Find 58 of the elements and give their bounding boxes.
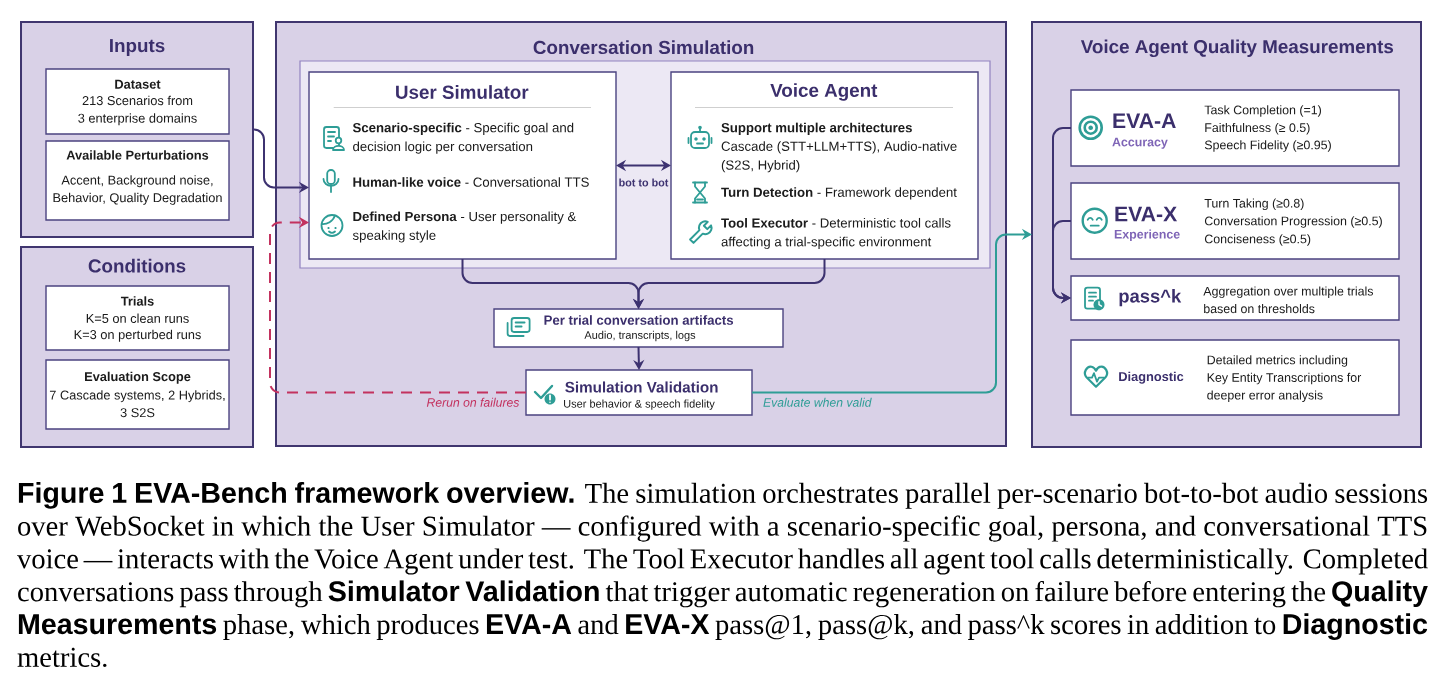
- feature-text: Turn Detection - Framework dependent: [721, 187, 957, 200]
- card-text: K=3 on perturbed runs: [74, 329, 201, 342]
- arrow: [269, 216, 527, 394]
- card: [45, 285, 230, 351]
- card: [1070, 89, 1400, 167]
- panel-heading: Inputs: [110, 39, 165, 56]
- card: [525, 369, 753, 416]
- metric-criterion: Turn Taking (≥0.8): [1204, 198, 1304, 211]
- metric-subtitle: Accuracy: [1112, 137, 1168, 149]
- metric-name: EVA-X: [1115, 206, 1178, 222]
- card: [45, 359, 230, 430]
- description: Detailed metrics including Key Entity Transcriptions for deeper error analysis: [1207, 355, 1362, 402]
- metric-name: Diagnostic: [1119, 371, 1184, 384]
- caption: Figure 1 EVA-Bench framework overview. The simulation orchestrates parallel per-scenario bot-to-bot audio sessions over WebSocket in which the User Simulator — configured with a scenario-specific goal, persona, and conversational TTS voice — interacts with the Voice Agent under test. The Tool Executor handles all agent tool calls deterministically. Completed conversations pass through Simulator Validation that trigger automatic regeneration on failure before entering the Quality Measurements phase, which produces EVA-A and EVA-X pass@1, pass@k, and pass^k scores in addition to Diagnostic metrics.: [17, 482, 1428, 668]
- card-text: K=5 on clean runs: [86, 313, 189, 323]
- card-title: Evaluation Scope: [85, 371, 191, 384]
- card-title: Simulation Validation: [565, 381, 718, 393]
- panel-heading: Conditions: [88, 258, 186, 273]
- feature-text: Tool Executor - Deterministic tool calls affecting a trial-specific environment: [721, 217, 951, 250]
- panel-heading: Conversation Simulation: [533, 40, 754, 55]
- feature-text: Defined Persona - User personality & speaking style: [352, 211, 577, 243]
- arrow: [751, 228, 1032, 394]
- metric-criterion: Faithfulness (≥ 0.5): [1205, 122, 1310, 135]
- metric-criterion: Speech Fidelity (≥0.95): [1204, 140, 1331, 152]
- card-title: Trials: [120, 296, 154, 306]
- card: [45, 140, 230, 221]
- arrow: [616, 159, 671, 172]
- metric-name: pass^k: [1119, 289, 1182, 307]
- card-text: Accent, Background noise, Behavior, Quality Degradation: [53, 175, 222, 205]
- card-text: 213 Scenarios from 3 enterprise domains: [78, 95, 197, 126]
- card: [670, 71, 979, 260]
- feature-text: Human-like voice - Conversational TTS: [353, 177, 589, 187]
- metric-criterion: Conciseness (≥0.5): [1204, 234, 1311, 246]
- card: [308, 71, 617, 260]
- feature-text: Cascade (STT+LLM+TTS), Audio-native (S2S, Hybrid): [721, 141, 957, 173]
- card: [1070, 182, 1400, 260]
- metric-subtitle: Experience: [1114, 229, 1180, 242]
- card: [1070, 275, 1400, 321]
- card-text: 7 Cascade systems, 2 Hybrids, 3 S2S: [49, 390, 225, 418]
- card-text: Audio, transcripts, logs: [584, 330, 696, 342]
- edge-label: Rerun on failures: [424, 396, 521, 409]
- card-heading: User Simulator: [396, 85, 529, 99]
- metric-name: EVA-A: [1113, 113, 1176, 128]
- metric-criterion: Task Completion (=1): [1204, 105, 1321, 117]
- metric-criterion: Conversation Progression (≥0.5): [1204, 216, 1382, 228]
- description: Aggregation over multiple trials based on thresholds: [1203, 286, 1374, 314]
- panel-heading: Voice Agent Quality Measurements: [1080, 39, 1394, 58]
- card: [493, 308, 784, 348]
- card-title: Per trial conversation artifacts: [544, 315, 734, 325]
- card: [45, 68, 230, 135]
- card-text: User behavior & speech fidelity: [564, 399, 715, 410]
- card-title: Dataset: [115, 79, 161, 89]
- edge-label: Evaluate when valid: [761, 396, 874, 409]
- card-title: Available Perturbations: [66, 150, 209, 160]
- feature-text: Scenario-specific - Specific goal and decision logic per conversation: [352, 122, 574, 154]
- feature-title: Support multiple architectures: [721, 122, 912, 135]
- card-heading: Voice Agent: [770, 83, 878, 101]
- card: [1070, 339, 1400, 416]
